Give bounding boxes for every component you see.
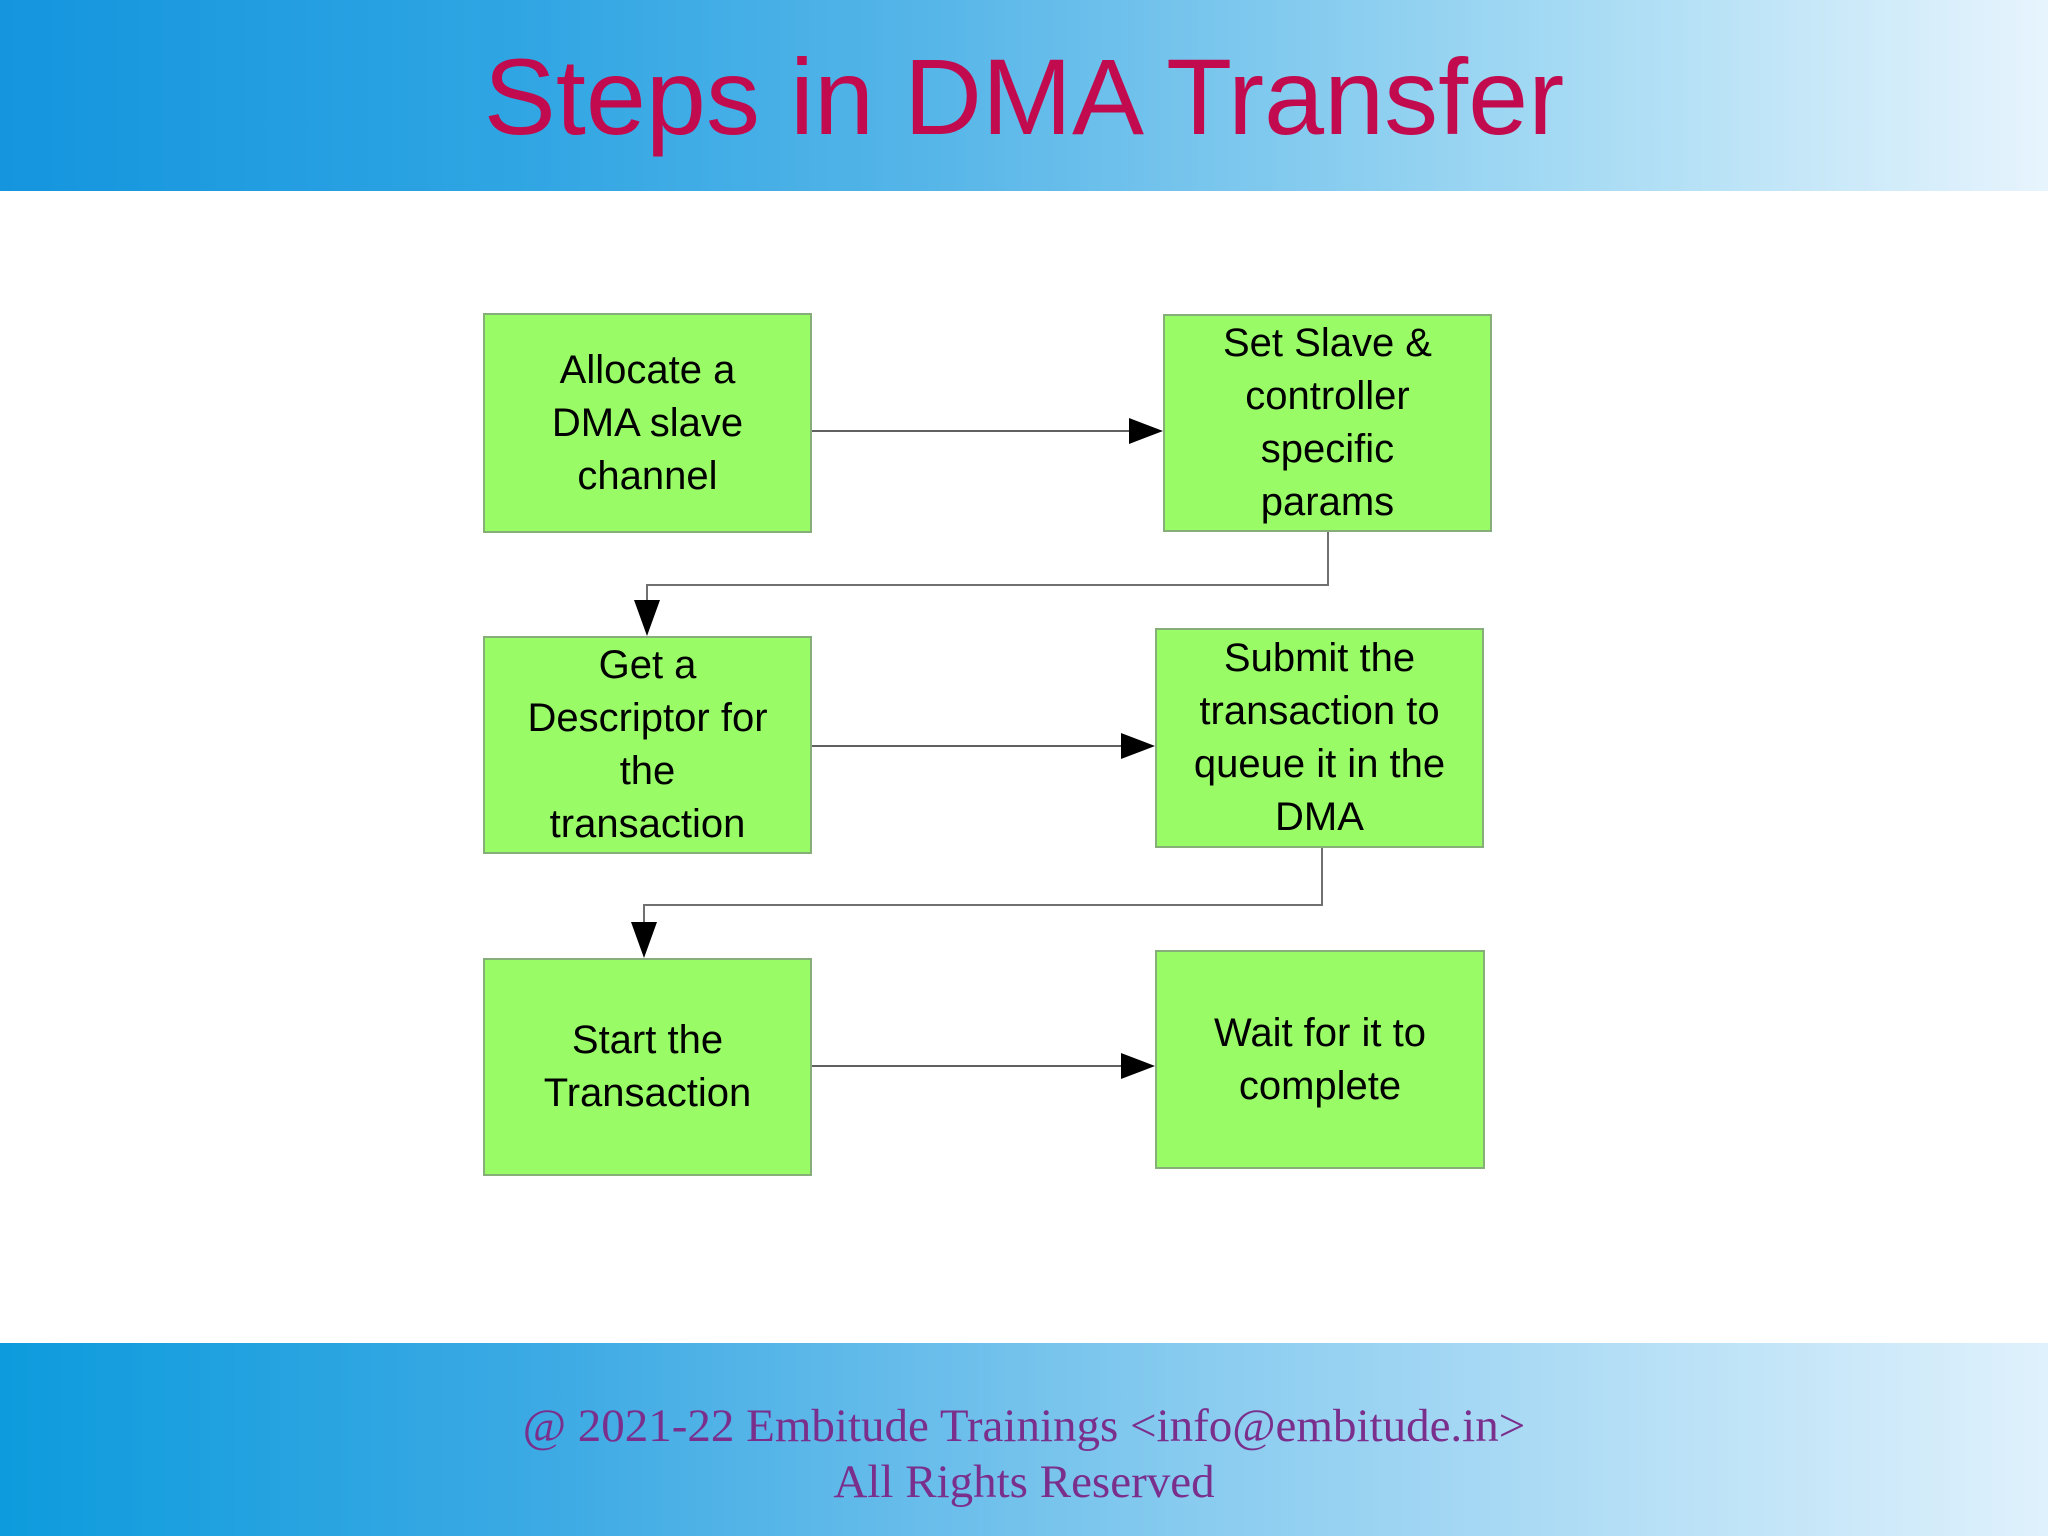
flow-step-label: Get a Descriptor for the transaction: [527, 643, 768, 846]
flow-step-wait-complete: Wait for it to complete: [1155, 950, 1485, 1169]
arrowhead-right-icon: [1129, 418, 1163, 444]
flow-step-start-transaction: Start the Transaction: [483, 958, 812, 1176]
flow-step-get-descriptor: Get a Descriptor for the transaction: [483, 636, 812, 854]
connector-getdescriptor-to-submit: [812, 733, 1155, 759]
arrowhead-right-icon: [1121, 733, 1155, 759]
connector-setparams-to-getdescriptor: [634, 532, 1329, 636]
connector-allocate-to-setparams: [812, 418, 1163, 444]
footer-copyright: @ 2021-22 Embitude Trainings <info@embit…: [0, 1398, 2048, 1510]
flow-step-label: Wait for it to complete: [1214, 1010, 1426, 1108]
arrowhead-right-icon: [1121, 1053, 1155, 1079]
flow-step-allocate-channel: Allocate a DMA slave channel: [483, 313, 812, 533]
footer-line-1: @ 2021-22 Embitude Trainings <info@embit…: [522, 1400, 1526, 1452]
flow-step-submit-transaction: Submit the transaction to queue it in th…: [1155, 628, 1484, 848]
flow-step-label: Allocate a DMA slave channel: [551, 347, 744, 498]
flow-step-set-params: Set Slave & controller specific params: [1163, 314, 1492, 532]
footer-line-2: All Rights Reserved: [833, 1456, 1215, 1508]
connector-start-to-wait: [812, 1053, 1155, 1079]
connector-submit-to-start: [631, 848, 1323, 958]
flow-step-label: Start the Transaction: [543, 1018, 752, 1115]
footer-banner: [0, 1343, 2048, 1536]
header-banner: [0, 0, 2048, 191]
arrowhead-down-icon: [631, 922, 657, 958]
arrowhead-down-icon: [634, 600, 660, 636]
flow-step-label: Set Slave & controller specific params: [1222, 321, 1432, 524]
page-title: Steps in DMA Transfer: [483, 36, 1565, 157]
flow-step-label: Submit the transaction to queue it in th…: [1193, 636, 1446, 839]
